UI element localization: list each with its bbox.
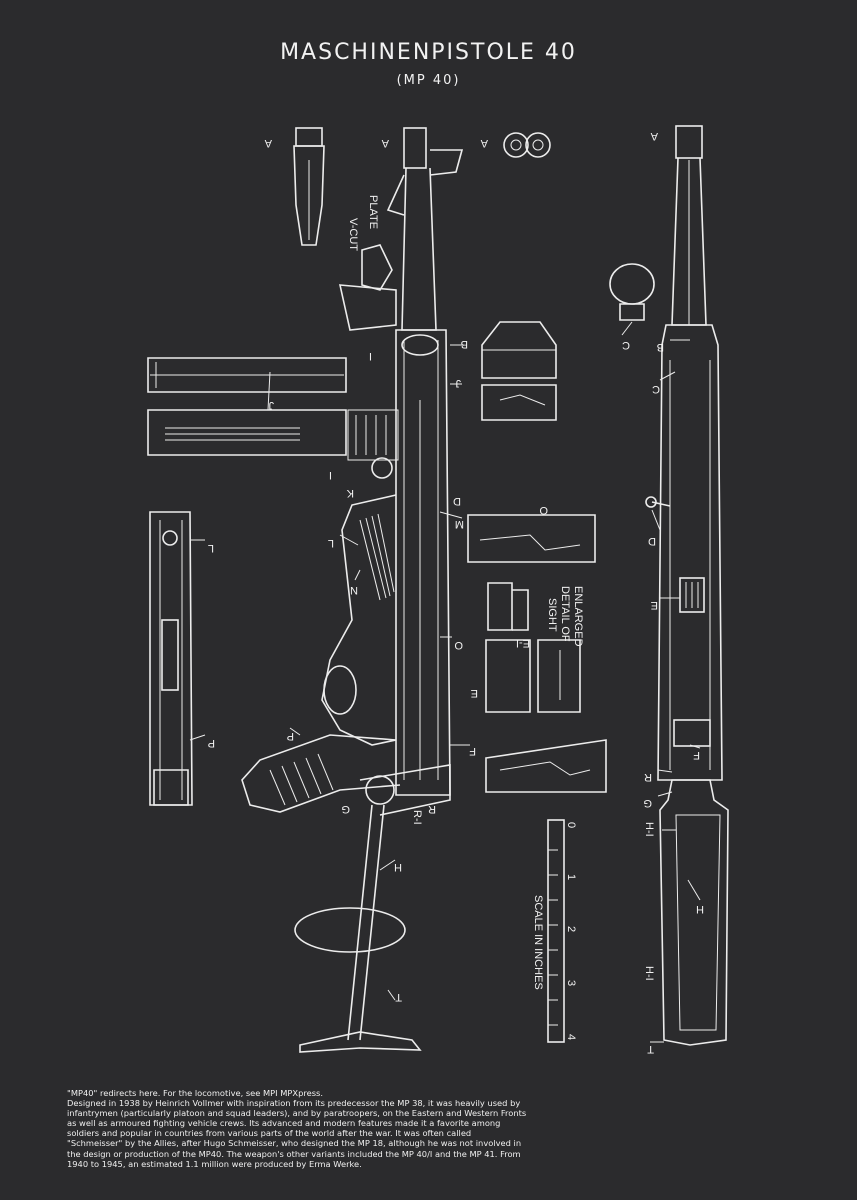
label-n: N bbox=[350, 584, 358, 596]
label-b-1: B bbox=[461, 338, 468, 350]
label-f-1: F bbox=[469, 745, 476, 757]
label-c-1: C bbox=[622, 339, 630, 351]
left-part-view bbox=[149, 511, 193, 806]
label-plate: PLATE bbox=[367, 195, 379, 229]
label-c-2: C bbox=[652, 383, 660, 395]
scale-tick-2: 2 bbox=[565, 926, 577, 932]
label-h1-1: H-I bbox=[643, 822, 655, 837]
label-d-2: D bbox=[648, 535, 656, 547]
label-e-2: E bbox=[651, 599, 658, 611]
label-h1-2: H-I bbox=[643, 966, 655, 981]
description-line-1: "MP40" redirects here. For the locomotiv… bbox=[67, 1088, 323, 1098]
label-a-2: A bbox=[381, 137, 389, 149]
magazine-drawings bbox=[147, 357, 347, 456]
scale-tick-4: 4 bbox=[565, 1034, 577, 1040]
top-view-weapon bbox=[609, 125, 729, 1046]
label-k: K bbox=[346, 487, 354, 499]
label-i-1: I bbox=[369, 350, 372, 362]
poster-subtitle: (MP 40) bbox=[396, 73, 461, 88]
label-d-1: D bbox=[453, 495, 461, 507]
label-scale: SCALE IN INCHES bbox=[532, 895, 544, 990]
label-p-2: P bbox=[208, 737, 215, 749]
scale-tick-3: 3 bbox=[565, 980, 577, 986]
label-g-2: G bbox=[643, 797, 652, 809]
leader-lines bbox=[189, 321, 701, 1043]
label-o-1: O bbox=[539, 504, 548, 516]
part-labels: A A A A PLATE V-CUT B I J J I K D M O L … bbox=[208, 130, 704, 1055]
label-sight: SIGHT bbox=[546, 598, 558, 632]
label-m: M bbox=[455, 518, 464, 530]
top-parts bbox=[293, 127, 551, 246]
label-e-1: E bbox=[471, 687, 478, 699]
label-a-4: A bbox=[650, 130, 658, 142]
label-l-1: L bbox=[328, 537, 334, 549]
label-t-2: T bbox=[647, 1043, 654, 1055]
description-text: "MP40" redirects here. For the locomotiv… bbox=[67, 1088, 529, 1169]
poster-title: MASCHINENPISTOLE 40 bbox=[280, 40, 577, 65]
label-detail-of: DETAIL OF bbox=[559, 586, 571, 642]
label-r1-1: R-I bbox=[411, 810, 423, 825]
label-i-2: I bbox=[329, 469, 332, 481]
scale-tick-1: 1 bbox=[565, 874, 577, 880]
inch-scale-ruler bbox=[547, 819, 565, 1043]
main-weapon-outline bbox=[241, 127, 464, 1053]
label-t-1: T bbox=[395, 991, 402, 1003]
label-r-2: R bbox=[644, 771, 652, 783]
label-enlarged: ENLARGED bbox=[572, 586, 584, 647]
label-b-2: B bbox=[657, 341, 664, 353]
label-e1-1: E-I bbox=[516, 637, 530, 649]
label-o-2: O bbox=[454, 639, 463, 651]
label-r-1: R bbox=[428, 803, 436, 815]
sight-details bbox=[467, 321, 607, 793]
label-h-2: H bbox=[696, 903, 704, 915]
scale-tick-0: 0 bbox=[565, 822, 577, 828]
label-a-3: A bbox=[480, 137, 488, 149]
label-a-1: A bbox=[264, 137, 272, 149]
label-l-2: L bbox=[208, 542, 214, 554]
label-j-2: J bbox=[269, 399, 275, 411]
description-line-2: Designed in 1938 by Heinrich Vollmer wit… bbox=[67, 1098, 527, 1169]
label-j-1: J bbox=[456, 377, 462, 389]
label-p-1: P bbox=[287, 730, 294, 742]
label-g-1: G bbox=[341, 803, 350, 815]
label-vcut: V-CUT bbox=[347, 218, 359, 251]
label-h-1: H bbox=[394, 861, 402, 873]
label-f-2: F bbox=[693, 749, 700, 761]
